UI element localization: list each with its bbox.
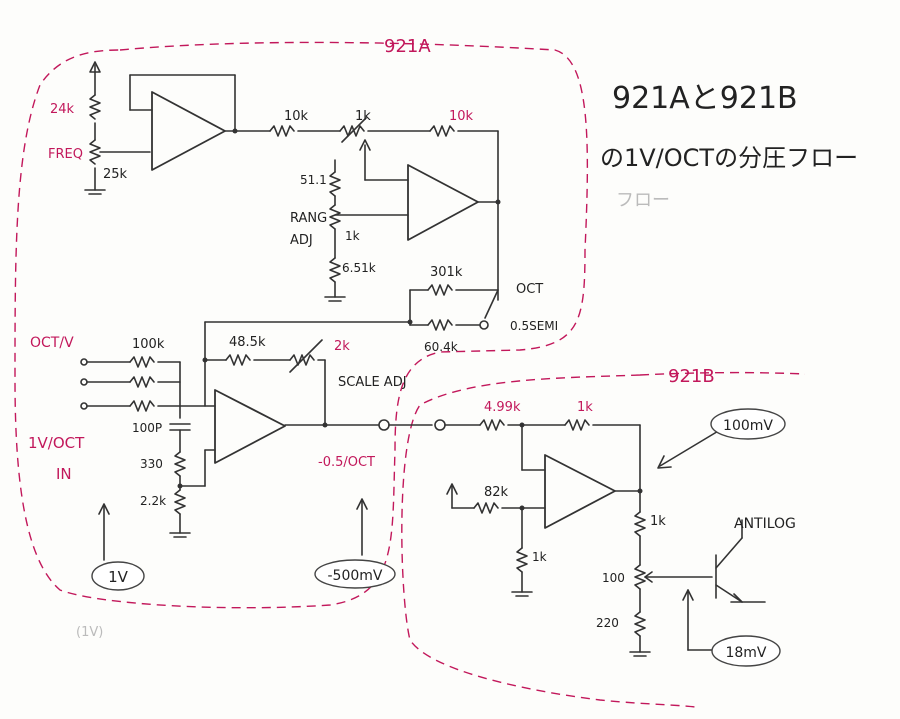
opamp-summing: [214, 389, 286, 464]
label-r10k-b: 10k: [449, 109, 474, 124]
label-semi: 0.5SEMI: [510, 319, 558, 333]
label-r301k: 301k: [430, 265, 463, 280]
title-line-2: の1V/OCTの分圧フロー: [600, 144, 858, 172]
label-r24k: 24k: [50, 102, 75, 117]
input-jack-921b: [434, 419, 446, 431]
label-r485k: 48.5k: [229, 335, 266, 350]
resistor-51: [329, 171, 341, 197]
resistor-100k-1: [129, 356, 155, 368]
pot-rang-adj: [329, 204, 341, 230]
trim-100: [634, 564, 646, 590]
label-r2k: 2k: [334, 339, 350, 354]
resistor-485k: [225, 354, 251, 366]
label-r1k-a: 1k: [355, 109, 371, 124]
label-r604k: 60.4k: [424, 340, 458, 354]
label-r1k-e: 1k: [650, 514, 666, 529]
trim-2k: [289, 354, 315, 366]
label-r651k: 6.51k: [342, 261, 376, 275]
block-921a-outline: [14, 41, 589, 609]
callout-1v-text: 1V: [108, 568, 129, 586]
opamp-921b: [544, 454, 616, 529]
switch-contact: [479, 320, 489, 330]
oct-semi-switch-section: [204, 284, 499, 331]
label-r330: 330: [140, 457, 163, 471]
label-oct-v: OCT/V: [30, 335, 74, 351]
label-out-05-oct: -0.5/OCT: [318, 455, 375, 470]
callout-100mv-text: 100mV: [723, 418, 773, 434]
pot-freq: [89, 139, 101, 165]
label-scale-adj: SCALE ADJ: [338, 375, 407, 390]
callout-1v: 1V: [91, 503, 145, 591]
callout-18mv-text: 18mV: [725, 645, 766, 661]
range-adj-section: [269, 117, 501, 302]
label-c100p: 100P: [132, 421, 162, 435]
block-921b-outline: [401, 371, 806, 709]
resistor-604k: [427, 319, 453, 331]
resistor-499k: [479, 419, 505, 431]
label-r1k-b: 1k: [345, 229, 360, 243]
label-r22k: 2.2k: [140, 494, 166, 508]
resistor-24k: [89, 94, 101, 120]
label-r100: 100: [602, 571, 625, 585]
output-jack: [378, 419, 390, 431]
opamp-freq-buffer: [151, 91, 226, 171]
pot-1k-a: [339, 125, 365, 137]
label-antilog: ANTILOG: [734, 516, 796, 532]
title-line-3: フロー: [616, 190, 670, 211]
label-r1k-d: 1k: [532, 550, 547, 564]
resistor-100k-3: [129, 400, 155, 412]
block-921b-label: 921B: [668, 366, 715, 387]
resistor-10k-a: [269, 125, 295, 137]
resistor-220: [634, 611, 646, 637]
opamp-range: [407, 164, 479, 241]
label-r499k: 4.99k: [484, 400, 521, 415]
label-input-1v-oct: 1V/OCT: [28, 434, 85, 452]
block-921b-section: [388, 419, 766, 657]
resistor-330: [174, 451, 186, 477]
callout-18mv: 18mV: [682, 589, 781, 667]
freq-buffer-section: [84, 61, 271, 195]
label-r1k-c: 1k: [577, 400, 593, 415]
label-r100k: 100k: [132, 337, 165, 352]
resistor-22k: [174, 489, 186, 515]
label-rang: RANG: [290, 211, 327, 226]
label-input-in: IN: [56, 465, 72, 483]
resistor-82k: [473, 502, 499, 514]
label-r51: 51.1: [300, 173, 327, 187]
title-line-1: 921Aと921B: [612, 81, 798, 116]
resistor-100k-2: [129, 376, 155, 388]
label-freq: FREQ: [48, 147, 83, 162]
block-921a-label: 921A: [384, 36, 431, 57]
callout-100mv: 100mV: [657, 408, 786, 469]
resistor-1k-fb: [564, 419, 590, 431]
callout-500mv: -500mV: [314, 498, 396, 589]
summing-amp-section: [80, 321, 390, 538]
label-adj: ADJ: [290, 233, 313, 248]
resistor-1k-div: [634, 511, 646, 537]
label-r25k: 25k: [103, 167, 128, 182]
label-r220: 220: [596, 616, 619, 630]
resistor-1k-gnd: [516, 547, 528, 573]
resistor-301k: [427, 284, 453, 296]
callout-500mv-text: -500mV: [328, 568, 383, 584]
resistor-10k-b: [429, 125, 455, 137]
callout-faint-1v: (1V): [76, 625, 103, 640]
resistor-651k: [329, 257, 341, 283]
label-r10k-a: 10k: [284, 109, 309, 124]
label-r82k: 82k: [484, 485, 509, 500]
label-oct: OCT: [516, 282, 543, 297]
